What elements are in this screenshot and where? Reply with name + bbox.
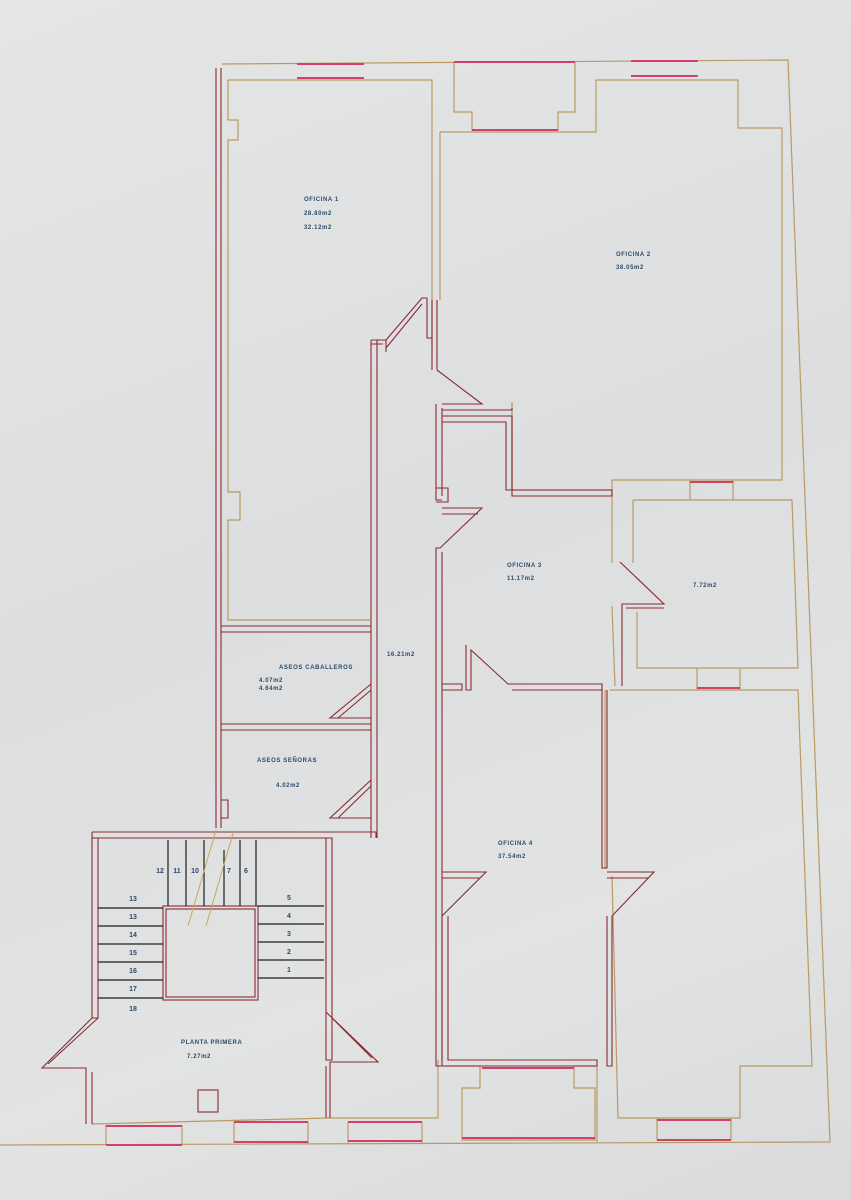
- room-name: ASEOS CABALLEROS: [279, 665, 353, 671]
- step-number: 1: [287, 967, 291, 974]
- step-number: 13: [129, 896, 137, 903]
- room-area: 16.21m2: [387, 652, 415, 658]
- room-area: 7.72m2: [693, 583, 717, 589]
- step-number: 12: [156, 868, 164, 875]
- step-number: 14: [129, 932, 137, 939]
- stair-treads: [98, 840, 324, 999]
- step-number: 13: [129, 914, 137, 921]
- step-number: 10: [191, 868, 199, 875]
- building-outline: [0, 59, 831, 1146]
- step-number: 7: [227, 868, 231, 875]
- step-number: 3: [287, 931, 291, 938]
- room-name: OFICINA 3: [507, 563, 542, 569]
- room-area: 11.17m2: [507, 576, 535, 582]
- step-number: 16: [129, 968, 137, 975]
- room-area: 4.64m2: [259, 686, 283, 692]
- room-area: 32.12m2: [304, 225, 332, 231]
- step-number: 6: [244, 868, 248, 875]
- room-name: PLANTA PRIMERA: [181, 1040, 243, 1046]
- room-name: ASEOS SEÑORAS: [257, 758, 318, 764]
- step-number: 18: [129, 1006, 137, 1013]
- step-number: 2: [287, 949, 291, 956]
- room-name: OFICINA 2: [616, 252, 651, 258]
- step-number: 4: [287, 913, 291, 920]
- step-number: 11: [173, 868, 181, 875]
- room-name: OFICINA 4: [498, 841, 533, 847]
- room-area: 7.27m2: [187, 1054, 211, 1060]
- room-area: 4.02m2: [276, 783, 300, 789]
- room-name: OFICINA 1: [304, 197, 339, 203]
- step-number: 17: [129, 986, 137, 993]
- windows: [106, 60, 740, 1146]
- stair-cut-marker: [187, 829, 235, 927]
- room-area: 37.54m2: [498, 854, 526, 860]
- step-number: 5: [287, 895, 291, 902]
- interior-walls: [40, 68, 666, 1124]
- step-number: 15: [129, 950, 137, 957]
- room-area: 38.05m2: [616, 265, 644, 271]
- room-area: 4.07m2: [259, 678, 283, 684]
- room-area: 28.80m2: [304, 211, 332, 217]
